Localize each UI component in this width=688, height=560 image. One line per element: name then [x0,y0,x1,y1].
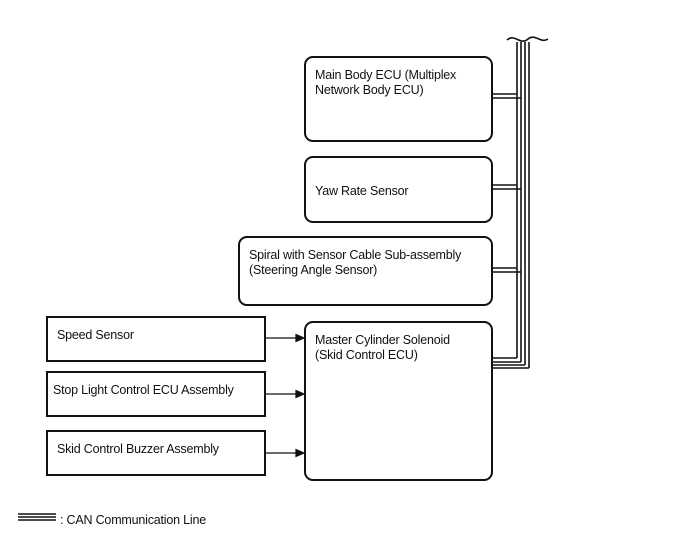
main-body-ecu-box: Main Body ECU (Multiplex Network Body EC… [304,56,493,142]
arrow-buzzer [266,448,306,458]
yaw-rate-sensor-box: Yaw Rate Sensor [304,156,493,223]
arrow-speed-sensor [266,333,306,343]
master-cylinder-box: Master Cylinder Solenoid (Skid Control E… [304,321,493,481]
can-branch-master-cylinder [492,357,529,369]
spiral-cable-box: Spiral with Sensor Cable Sub-assembly (S… [238,236,493,306]
buzzer-box: Skid Control Buzzer Assembly [46,430,266,476]
yaw-rate-sensor-label: Yaw Rate Sensor [315,184,409,198]
master-cylinder-label: Master Cylinder Solenoid (Skid Control E… [315,333,450,362]
buzzer-label: Skid Control Buzzer Assembly [57,442,219,456]
legend-label: : CAN Communication Line [60,513,206,527]
stop-light-ecu-label: Stop Light Control ECU Assembly [53,383,234,397]
spiral-cable-label: Spiral with Sensor Cable Sub-assembly (S… [249,248,462,277]
legend-can-symbol [18,513,56,521]
speed-sensor-box: Speed Sensor [46,316,266,362]
main-body-ecu-label: Main Body ECU (Multiplex Network Body EC… [315,68,457,97]
speed-sensor-label: Speed Sensor [57,328,134,342]
bus-break-mark [506,36,549,42]
arrow-stop-light [266,389,306,399]
can-branch-main-body [492,93,521,99]
can-branch-spiral [492,267,521,273]
can-bus-trunk [516,42,530,368]
can-branch-yaw-rate [492,184,521,190]
stop-light-ecu-box: Stop Light Control ECU Assembly [46,371,266,417]
